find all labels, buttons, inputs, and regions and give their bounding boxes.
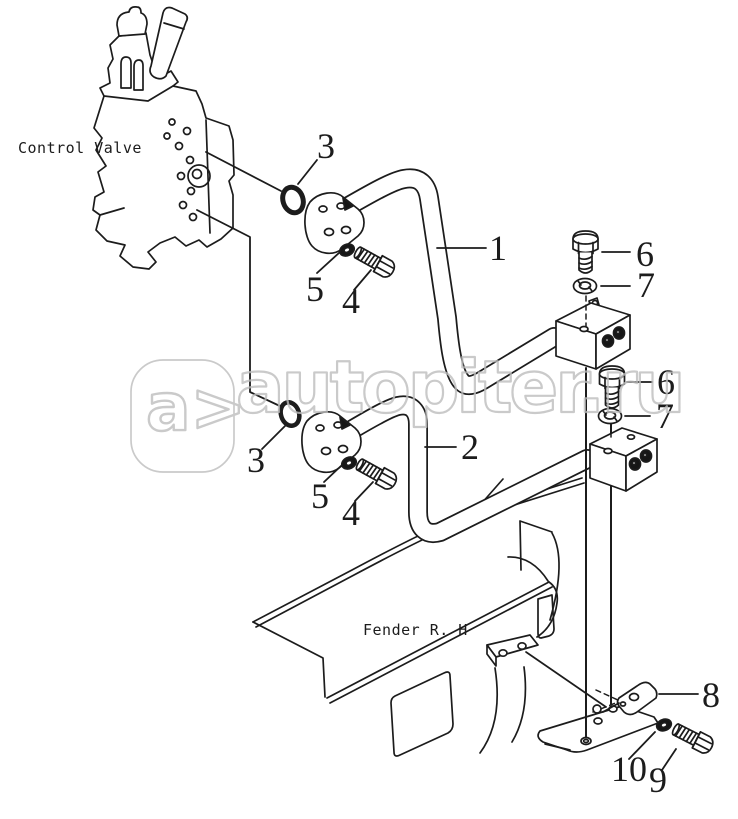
valve-spool-ends bbox=[120, 56, 144, 91]
joint-block-upper bbox=[555, 297, 631, 370]
bolt-9 bbox=[668, 719, 717, 757]
plug-bolt-6-upper bbox=[572, 230, 599, 274]
support-rod bbox=[525, 651, 607, 708]
callout-7-lower: 7 bbox=[656, 396, 674, 436]
bolt-4-lower bbox=[352, 454, 401, 493]
callout-8: 8 bbox=[702, 675, 720, 715]
post-foot-hole bbox=[580, 736, 592, 746]
washer-7-upper bbox=[572, 277, 598, 295]
fender-panel bbox=[252, 477, 607, 757]
bracket-8 bbox=[592, 681, 658, 716]
tube-2 bbox=[343, 395, 597, 543]
callout-1: 1 bbox=[489, 228, 507, 268]
fender-label: Fender R. H bbox=[363, 621, 468, 639]
fender-cutout bbox=[390, 671, 454, 757]
fender-mounting-plate bbox=[486, 634, 539, 667]
callout-5-upper: 5 bbox=[306, 269, 324, 309]
control-valve-label: Control Valve bbox=[18, 139, 142, 157]
valve-dome bbox=[116, 6, 148, 37]
callout-2: 2 bbox=[461, 427, 479, 467]
washer-10 bbox=[654, 716, 674, 734]
valve-tube bbox=[149, 6, 189, 80]
callout-7-upper: 7 bbox=[637, 265, 655, 305]
callout-9: 9 bbox=[649, 760, 667, 800]
callout-6-lower: 6 bbox=[657, 362, 675, 402]
valve-connection-lines bbox=[196, 151, 283, 408]
foot-plate bbox=[537, 699, 659, 753]
callout-3-lower: 3 bbox=[247, 440, 265, 480]
callout-6-upper: 6 bbox=[636, 234, 654, 274]
o-ring-3-upper bbox=[280, 184, 306, 216]
callout-4-lower: 4 bbox=[342, 493, 360, 533]
watermark-logo: a> bbox=[146, 369, 246, 446]
o-ring-3-lower bbox=[278, 400, 302, 428]
post-foot-hole-inner bbox=[582, 738, 590, 744]
joint-block-lower bbox=[589, 427, 658, 492]
watermark-text: autopiter.ru bbox=[236, 345, 683, 429]
fender-bracket-leg bbox=[479, 666, 527, 754]
tube-1 bbox=[337, 168, 564, 396]
control-valve-drawing bbox=[92, 6, 235, 270]
leader-lines bbox=[261, 159, 699, 771]
callout-10: 10 bbox=[611, 749, 647, 789]
callout-4-upper: 4 bbox=[342, 281, 360, 321]
callout-5-lower: 5 bbox=[311, 476, 329, 516]
bolt-4-upper bbox=[350, 242, 399, 281]
watermark-logo-box bbox=[130, 359, 235, 473]
callout-3-upper: 3 bbox=[317, 126, 335, 166]
watermark: a> autopiter.ru bbox=[130, 344, 687, 473]
